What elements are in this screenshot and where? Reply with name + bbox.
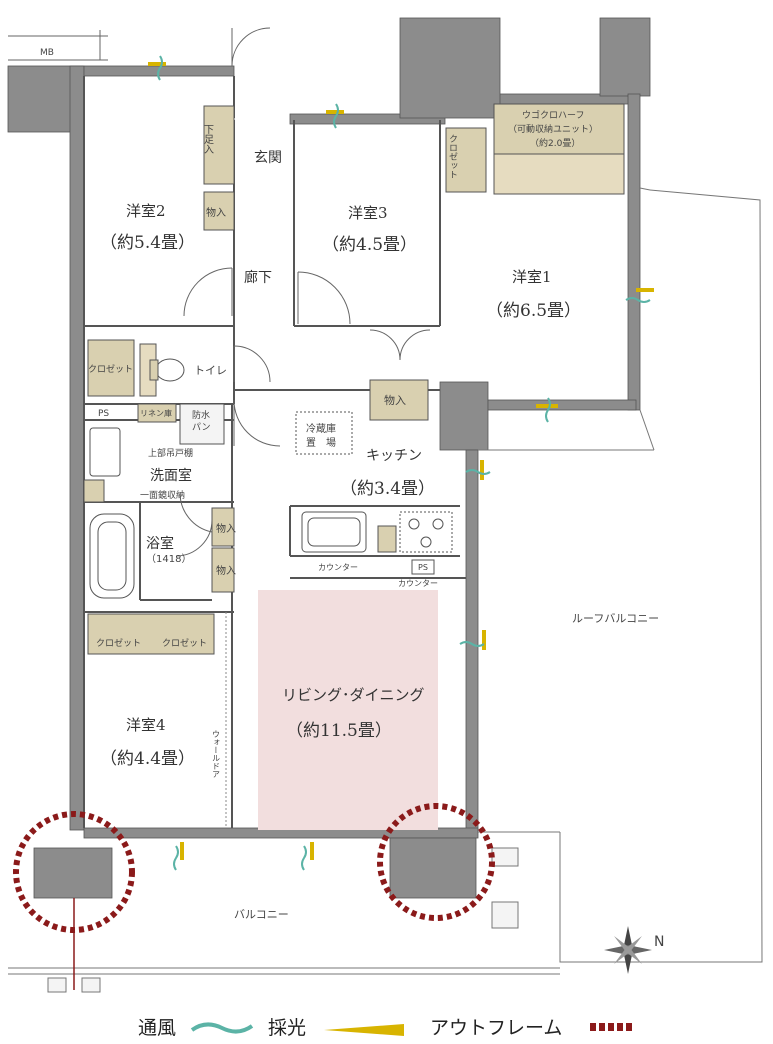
room3-name: 洋室3 bbox=[348, 204, 388, 222]
legend-daylight-label: 採光 bbox=[268, 1017, 307, 1039]
mb-box: MB bbox=[8, 30, 108, 61]
living-dining-area bbox=[258, 590, 438, 830]
room1-name: 洋室1 bbox=[512, 268, 552, 286]
closet-room4-label-2: クロゼット bbox=[162, 637, 207, 649]
counter-label-2: カウンター bbox=[398, 579, 438, 588]
outframe-circles bbox=[13, 803, 495, 933]
room3-size: （約4.5畳） bbox=[322, 235, 417, 255]
door-swings bbox=[175, 27, 431, 557]
roof-balcony-outline bbox=[8, 187, 763, 975]
storage-room2 bbox=[203, 191, 235, 231]
room4-size: （約4.4畳） bbox=[100, 749, 195, 769]
shoe-box-closet bbox=[203, 105, 235, 185]
upper-cabinet-label: 上部吊戸棚 bbox=[148, 447, 193, 459]
closet-room4-label-1: クロゼット bbox=[96, 637, 141, 649]
storage-room1 bbox=[369, 379, 429, 421]
ugokuro-label-2: （可動収納ユニット） bbox=[508, 123, 598, 135]
legend: 通風 採光 アウトフレーム bbox=[0, 1006, 773, 1044]
balcony-fixtures bbox=[47, 847, 519, 993]
kitchen-name: キッチン bbox=[366, 448, 422, 464]
closet-room3 bbox=[445, 127, 487, 193]
balcony-label: バルコニー bbox=[234, 908, 289, 921]
ventilation-marks bbox=[157, 55, 651, 871]
corridor-label: 廊下 bbox=[244, 269, 272, 286]
linen-cabinet bbox=[137, 403, 177, 423]
ps-label-1: PS bbox=[98, 409, 109, 419]
storage-room1-label: 物入 bbox=[384, 393, 406, 407]
storage-bath-2-label: 物入 bbox=[216, 564, 236, 577]
daylight-wedge-icon bbox=[324, 1024, 404, 1036]
entrance-label: 玄関 bbox=[254, 149, 282, 166]
counter-label-1: カウンター bbox=[318, 563, 358, 572]
room2-size: （約5.4畳） bbox=[100, 233, 195, 253]
fridge-space bbox=[295, 411, 353, 455]
mirror-storage-label: 一面鏡収納 bbox=[140, 489, 185, 501]
ugokuro-label-3: （約2.0畳） bbox=[530, 137, 580, 149]
kitchen-fixtures bbox=[301, 511, 453, 575]
waterproof-pan-label-2: パン bbox=[192, 422, 210, 433]
mb-label: MB bbox=[40, 48, 54, 58]
legend-outframe-label: アウトフレーム bbox=[430, 1017, 563, 1039]
north-arrow-icon: N bbox=[604, 926, 664, 974]
storage-room2-label: 物入 bbox=[206, 206, 226, 219]
wall-door-label: ウォールドア bbox=[212, 730, 221, 778]
bathroom-label: 浴室 bbox=[146, 535, 174, 552]
closet-room4 bbox=[87, 613, 215, 655]
room2-name: 洋室2 bbox=[126, 202, 166, 220]
washroom-label: 洗面室 bbox=[150, 467, 192, 484]
storage-bath-2 bbox=[211, 547, 235, 593]
north-label: N bbox=[654, 934, 664, 950]
closet-room2 bbox=[87, 339, 135, 397]
closets bbox=[83, 103, 625, 655]
ventilation-wave-icon bbox=[190, 1022, 254, 1034]
toilet-label: トイレ bbox=[194, 364, 227, 377]
fridge-label-1: 冷蔵庫 bbox=[306, 422, 336, 435]
sanitary-fixtures bbox=[89, 358, 185, 599]
window-marks bbox=[148, 62, 654, 860]
fridge-label-2: 置 場 bbox=[306, 436, 336, 449]
living-name: リビング･ダイニング bbox=[282, 686, 425, 704]
waterproof-pan-label-1: 防水 bbox=[192, 409, 210, 421]
legend-ventilation-label: 通風 bbox=[138, 1017, 177, 1039]
ugokuro-unit bbox=[493, 103, 625, 155]
kitchen-size: （約3.4畳） bbox=[340, 479, 435, 499]
floor-plan: MB bbox=[7, 17, 763, 993]
room1-size: （約6.5畳） bbox=[486, 301, 581, 321]
roof-balcony-label: ルーフバルコニー bbox=[572, 612, 659, 625]
outframe-dots-icon bbox=[590, 1023, 632, 1031]
ugokuro-label-1: ウゴクロハーフ bbox=[522, 109, 584, 121]
closet-room3-label: クロゼット bbox=[447, 134, 458, 179]
closet-room2-label: クロゼット bbox=[88, 363, 133, 375]
room-labels: 洋室2 （約5.4畳） 洋室3 （約4.5畳） 洋室1 （約6.5畳） 洋室4 … bbox=[88, 109, 659, 921]
bath-size-label: （1418） bbox=[146, 553, 191, 565]
ps-label-2: PS bbox=[418, 563, 428, 572]
room4-name: 洋室4 bbox=[126, 716, 166, 734]
interior-walls bbox=[83, 76, 466, 828]
storage-bath-1 bbox=[211, 507, 235, 547]
living-size: （約11.5畳） bbox=[286, 721, 392, 741]
exterior-walls bbox=[7, 17, 651, 899]
waterproof-pan bbox=[179, 403, 225, 445]
shoe-box-label: 下足入 bbox=[202, 124, 214, 154]
linen-label: リネン庫 bbox=[140, 408, 172, 418]
storage-bath-1-label: 物入 bbox=[216, 522, 236, 535]
